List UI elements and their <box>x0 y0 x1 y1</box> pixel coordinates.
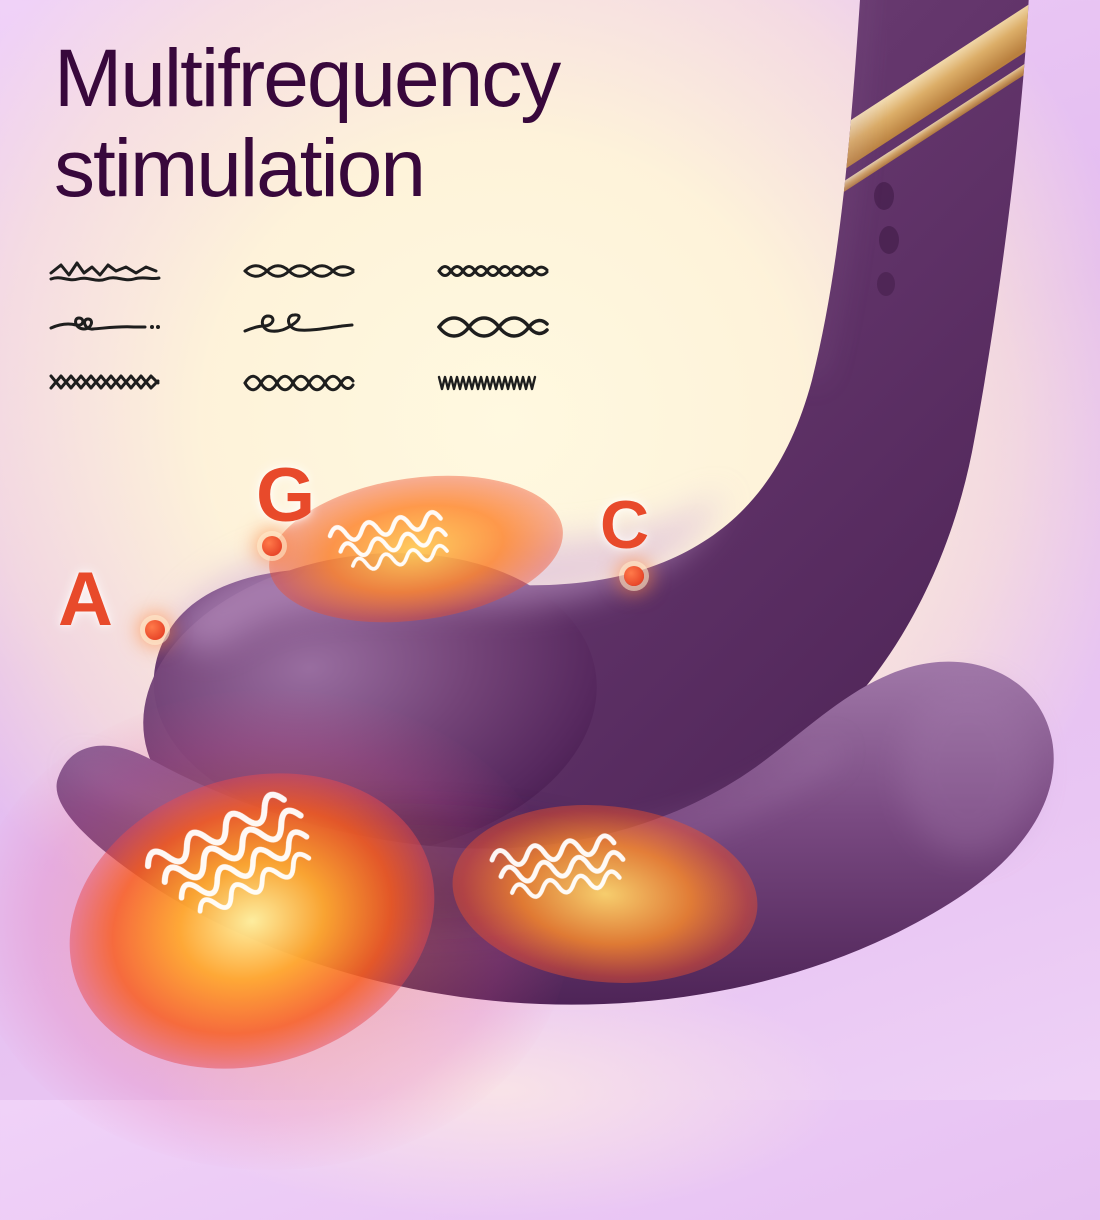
wave-pattern-3-icon <box>436 256 554 286</box>
control-button-icon <box>879 226 899 254</box>
stimulation-point-label-a: A <box>58 557 113 642</box>
page-title: Multifrequency stimulation <box>54 33 561 215</box>
control-button-icon <box>874 182 894 210</box>
wave-pattern-4-icon <box>48 312 166 342</box>
gold-accent-band <box>784 0 1030 195</box>
title-line-1: Multifrequency <box>54 33 561 124</box>
wave-pattern-9-icon <box>436 368 554 398</box>
wave-pattern-7-icon <box>48 368 166 398</box>
stimulation-point-marker-g <box>262 536 282 556</box>
wave-pattern-2-icon <box>242 256 360 286</box>
control-button-icon <box>877 272 895 296</box>
stimulation-point-marker-c <box>624 566 644 586</box>
stimulation-point-marker-a <box>145 620 165 640</box>
wave-pattern-6-icon <box>436 312 554 342</box>
stimulation-point-label-g: G <box>256 453 316 538</box>
wave-pattern-5-icon <box>242 312 360 342</box>
vibration-pattern-grid <box>48 256 554 398</box>
stimulation-point-label-c: C <box>600 487 650 563</box>
title-line-2: stimulation <box>54 123 426 215</box>
wave-pattern-1-icon <box>48 256 166 286</box>
gold-accent-line <box>792 0 1030 223</box>
wave-pattern-8-icon <box>242 368 360 398</box>
